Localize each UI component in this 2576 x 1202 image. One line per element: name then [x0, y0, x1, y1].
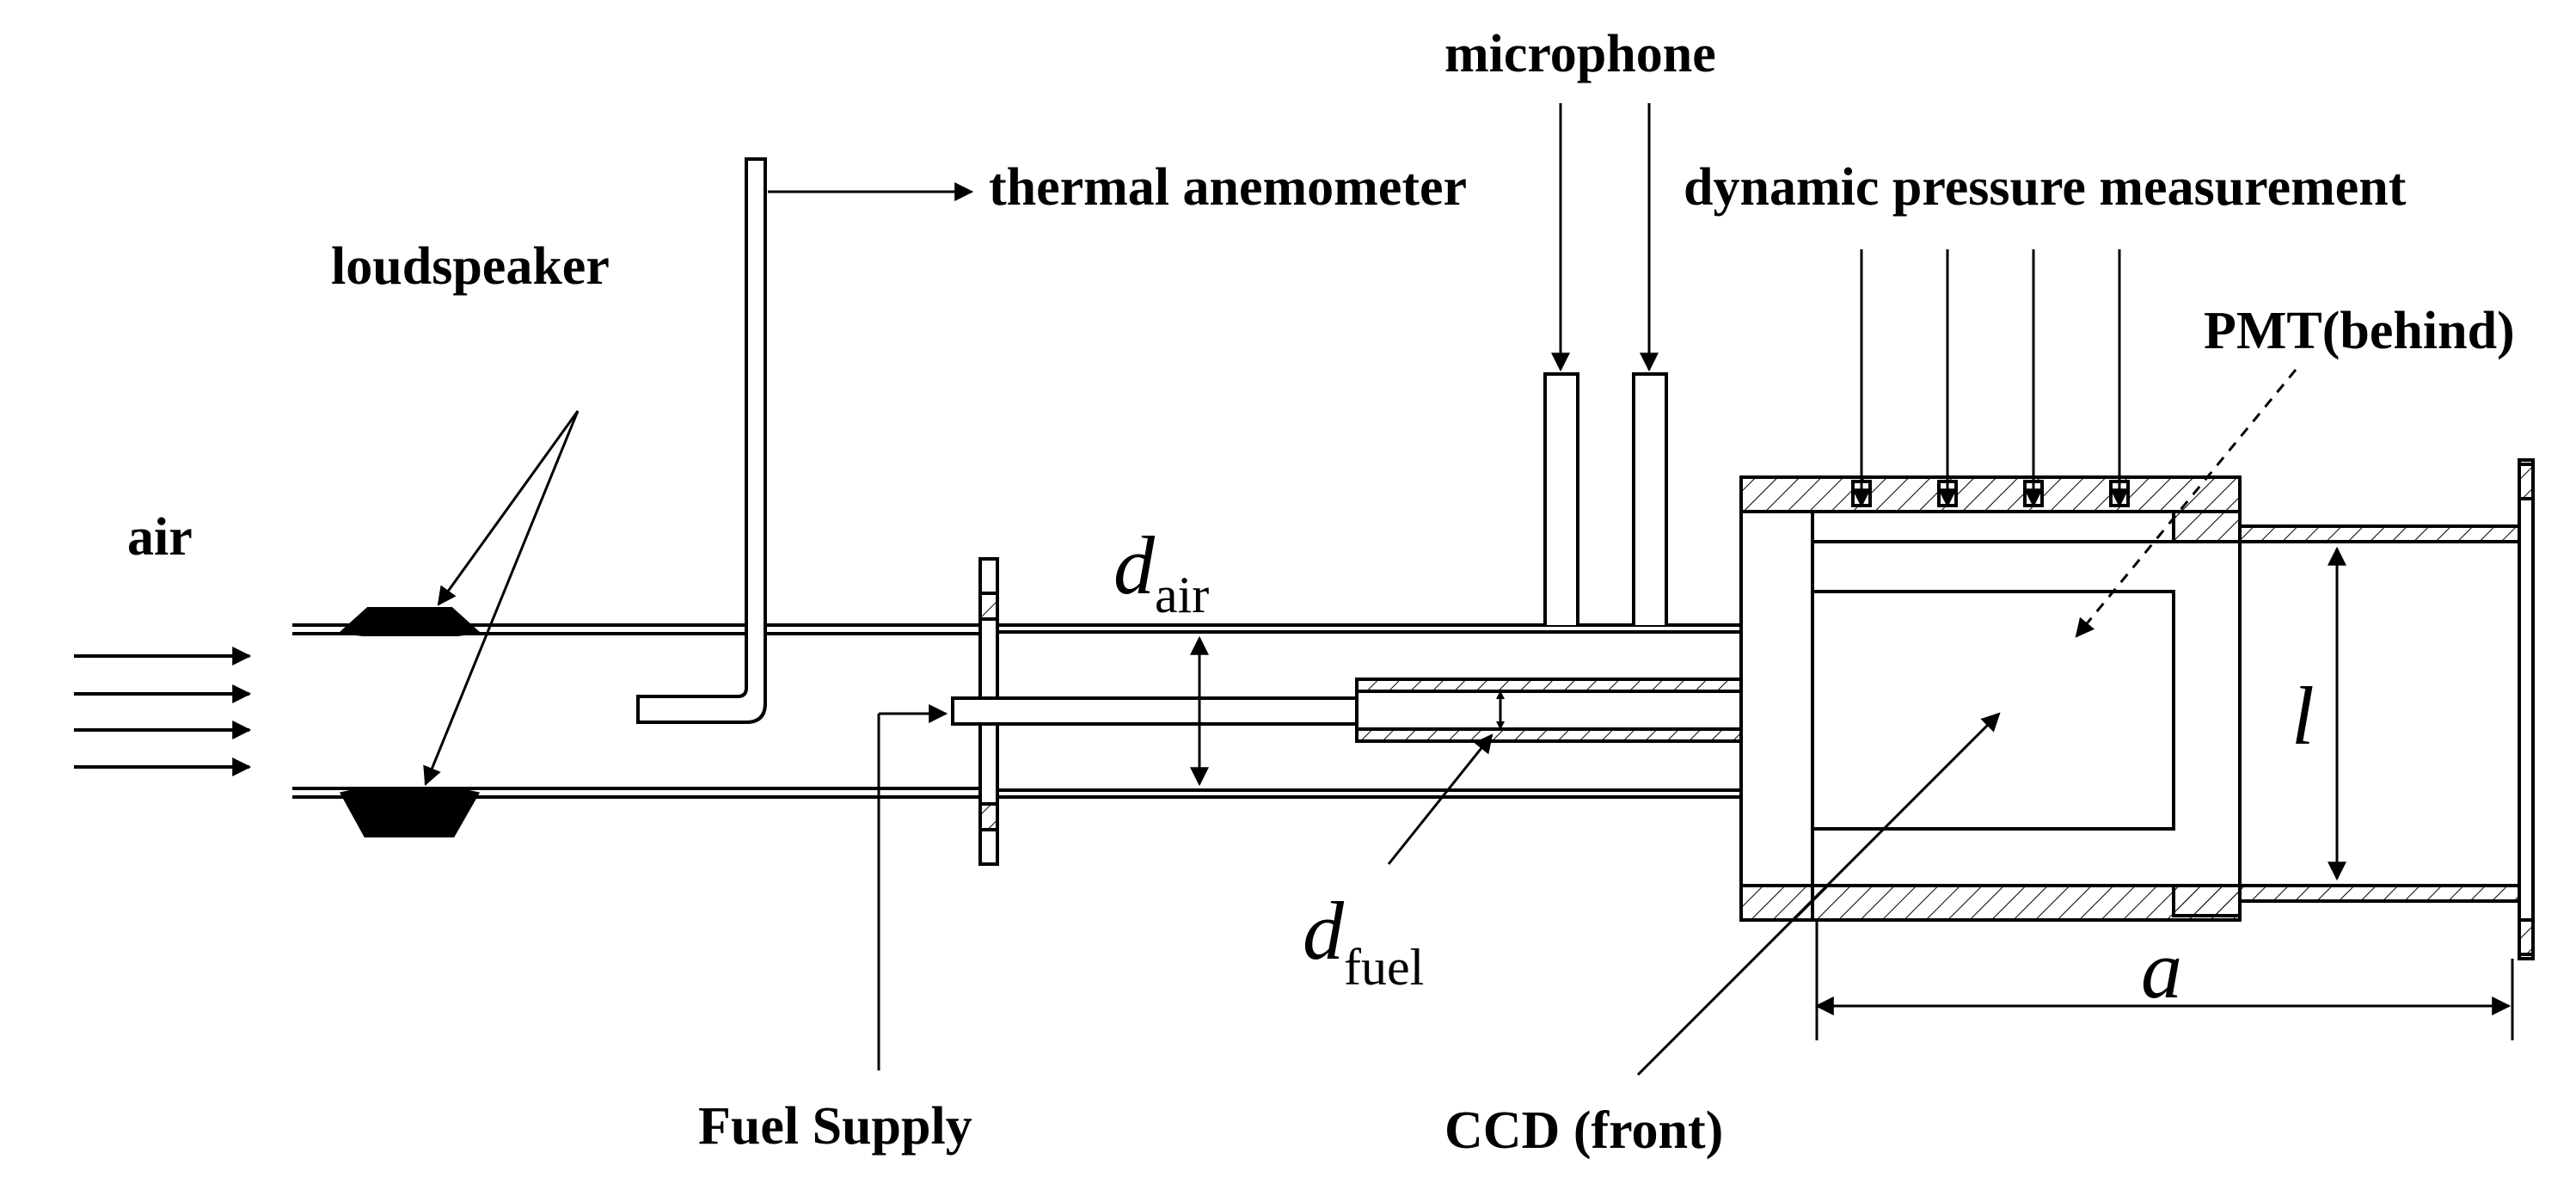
microphone-ports [1543, 372, 1668, 625]
combustion-chamber [1739, 475, 2519, 922]
thermal-anemometer-probe [636, 157, 767, 724]
a-symbol: a [2141, 923, 2182, 1015]
air-label: air [127, 508, 193, 567]
dynamic-pressure-label: dynamic pressure measurement [1684, 158, 2407, 217]
fuel-supply-label: Fuel Supply [698, 1097, 972, 1156]
loudspeaker-label: loudspeaker [331, 237, 610, 296]
fuel-lance [951, 678, 1831, 743]
microphone-label: microphone [1444, 25, 1716, 83]
air-flow-arrows [74, 647, 252, 776]
loudspeaker-bottom [339, 787, 481, 837]
dimension-lines [1190, 546, 2514, 1040]
thermal-anemometer-label: thermal anemometer [989, 158, 1467, 217]
ccd-label: CCD (front) [1444, 1101, 1723, 1160]
leader-lines [423, 103, 2297, 1076]
d-fuel-symbol: dfuel [1303, 885, 1424, 996]
exhaust-duct [2238, 458, 2535, 960]
l-symbol: l [2291, 670, 2315, 762]
d-air-symbol: dair [1113, 519, 1209, 623]
pmt-label: PMT(behind) [2204, 302, 2515, 360]
loudspeaker-top [338, 607, 481, 636]
